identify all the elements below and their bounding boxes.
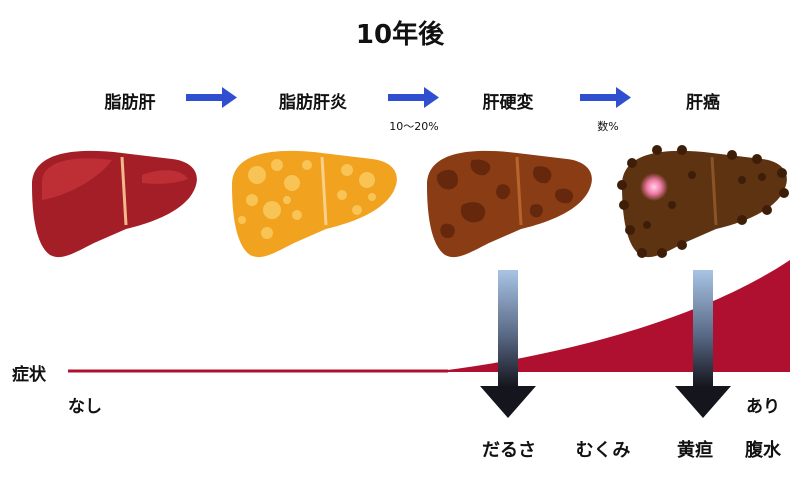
blue-arrow-icon <box>186 87 237 108</box>
stage-label-cirrhosis: 肝硬変 <box>482 93 534 113</box>
stage-label-nash: 脂肪肝炎 <box>279 93 347 113</box>
diagram-title: 10年後 <box>355 20 445 50</box>
axis-label-present: あり <box>746 397 780 417</box>
liver-fatty-liver-icon <box>32 150 197 258</box>
symptom-fatigue: だるさ <box>482 440 536 461</box>
symptom-curve <box>440 260 790 372</box>
cancer-spot <box>640 173 668 201</box>
liver-nash-icon <box>232 150 397 258</box>
symptom-edema: むくみ <box>575 440 631 461</box>
symptom-jaundice: 黄疸 <box>677 440 713 461</box>
down-arrow-icon <box>675 270 731 418</box>
stage-label-liver-cancer: 肝癌 <box>686 93 720 113</box>
down-arrow-icon <box>480 270 536 418</box>
stage-label-fatty-liver: 脂肪肝 <box>104 93 156 113</box>
symptom-ascites: 腹水 <box>745 440 781 461</box>
transition-label-cirrhosis: 10〜20% <box>389 120 439 133</box>
blue-arrow-icon <box>388 87 439 108</box>
transition-label-cancer: 数% <box>597 120 619 133</box>
axis-label-none: なし <box>68 397 102 417</box>
axis-label-symptoms: 症状 <box>12 365 46 385</box>
liver-cancer-icon <box>617 145 789 258</box>
blue-arrow-icon <box>580 87 631 108</box>
liver-cirrhosis-icon <box>427 150 592 258</box>
